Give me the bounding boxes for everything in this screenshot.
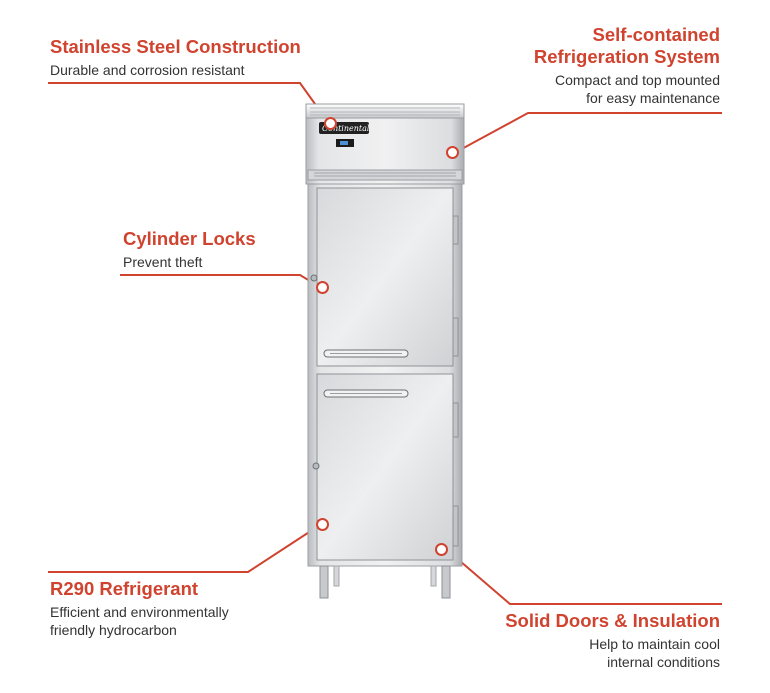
upper-door xyxy=(316,187,454,367)
callout-refrigerant-title: R290 Refrigerant xyxy=(50,578,199,599)
hotspot-doors[interactable] xyxy=(435,543,448,556)
connector-refrigeration xyxy=(457,112,722,152)
callout-refrigeration-title-1: Self-contained xyxy=(592,24,720,45)
hotspot-stainless[interactable] xyxy=(324,117,337,130)
callout-doors-desc-2: internal conditions xyxy=(607,654,720,670)
connector-doors xyxy=(445,548,722,605)
connector-locks xyxy=(120,274,321,288)
connector-stainless xyxy=(48,82,329,123)
callout-doors-title: Solid Doors & Insulation xyxy=(505,610,720,631)
callout-refrigerant: R290 Refrigerant Efficient and environme… xyxy=(50,578,229,639)
callout-refrigerant-desc-1: Efficient and environmentally xyxy=(50,604,229,620)
callout-refrigeration-desc-2: for easy maintenance xyxy=(586,90,720,106)
lower-door xyxy=(316,373,454,561)
hotspot-refrigerant[interactable] xyxy=(316,518,329,531)
callout-locks: Cylinder Locks Prevent theft xyxy=(123,228,256,271)
callout-locks-title: Cylinder Locks xyxy=(123,228,256,249)
front-left-leg xyxy=(319,565,329,599)
front-right-leg xyxy=(441,565,451,599)
callout-doors-desc-1: Help to maintain cool xyxy=(589,636,720,652)
callout-stainless-desc: Durable and corrosion resistant xyxy=(50,62,245,78)
hotspot-refrigeration[interactable] xyxy=(446,146,459,159)
refrigerator-image: Continental xyxy=(300,98,472,603)
callout-locks-desc: Prevent theft xyxy=(123,254,203,270)
upper-lock xyxy=(310,274,318,282)
callout-stainless: Stainless Steel Construction Durable and… xyxy=(50,36,301,79)
lower-lock xyxy=(312,462,320,470)
callout-refrigerant-desc-2: friendly hydrocarbon xyxy=(50,622,177,638)
callout-doors: Solid Doors & Insulation Help to maintai… xyxy=(505,610,720,671)
callout-stainless-title: Stainless Steel Construction xyxy=(50,36,301,57)
callout-refrigeration-title-2: Refrigeration System xyxy=(533,46,720,67)
hotspot-locks[interactable] xyxy=(316,281,329,294)
connector-refrigerant xyxy=(48,524,321,573)
brand-logo-text: Continental xyxy=(322,124,370,133)
callout-refrigeration-desc-1: Compact and top mounted xyxy=(555,72,720,88)
callout-refrigeration: Self-contained Refrigeration System Comp… xyxy=(534,24,720,107)
